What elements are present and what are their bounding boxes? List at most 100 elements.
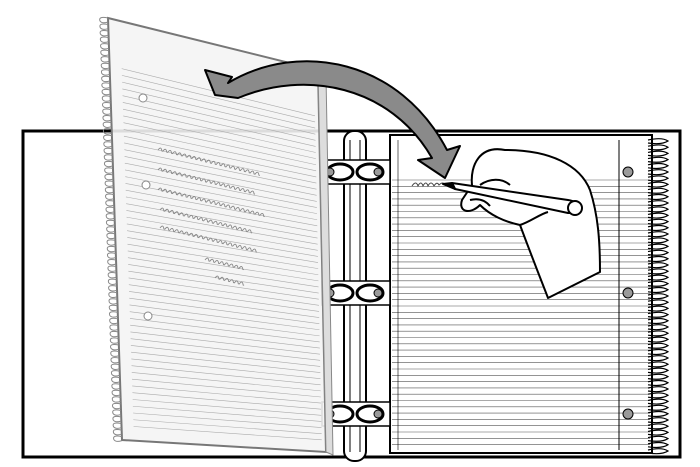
- left-ruled-line: [127, 257, 319, 288]
- punch-hole: [622, 408, 634, 420]
- left-spiral-coil: [105, 219, 115, 227]
- left-spiral-coil: [102, 121, 112, 128]
- left-ruled-line: [133, 412, 322, 428]
- left-spiral-coil: [100, 69, 110, 76]
- punch-hole: [622, 287, 634, 299]
- left-ruled-line: [124, 169, 317, 208]
- left-ruled-line: [126, 203, 318, 239]
- left-spiral-coil: [103, 134, 113, 142]
- spiral-coil: [647, 330, 670, 337]
- left-ruled-line: [128, 284, 320, 312]
- left-spiral-coil: [100, 62, 110, 70]
- spiral-coil: [647, 336, 670, 343]
- left-spiral-coil: [102, 108, 112, 115]
- spiral-coil: [647, 231, 670, 238]
- left-spiral-coil: [103, 160, 113, 168]
- left-spiral-coil: [102, 128, 112, 135]
- spiral-coil: [647, 317, 670, 325]
- binder-ring: [321, 280, 391, 306]
- scribble-line: [204, 257, 244, 271]
- left-spiral-coil: [108, 298, 118, 305]
- spiral-coil: [647, 268, 670, 275]
- spiral-coil: [647, 305, 670, 312]
- left-ruled-line: [132, 399, 322, 416]
- left-spiral-coil: [99, 36, 109, 43]
- left-ruled-line: [122, 88, 316, 135]
- left-spiral-coil: [111, 383, 121, 390]
- left-spiral-coil: [108, 291, 118, 299]
- left-ruled-line: [125, 189, 318, 227]
- left-spiral-coil: [110, 350, 120, 357]
- spiral-coil: [647, 200, 670, 207]
- spiral-coil: [647, 404, 670, 411]
- spiral-coil: [647, 193, 670, 201]
- left-spiral-coil: [100, 43, 110, 50]
- spiral-coil: [647, 373, 670, 380]
- left-ruled-lines: [121, 68, 322, 441]
- left-ruled-line: [129, 297, 320, 324]
- left-spiral-coil: [109, 324, 119, 331]
- left-spiral-coil: [99, 23, 109, 30]
- spiral-coil: [647, 379, 670, 387]
- left-ruled-line: [131, 378, 321, 398]
- left-ruled-line: [125, 183, 318, 221]
- left-spiral-coil: [102, 115, 112, 122]
- left-ruled-line: [128, 277, 319, 306]
- spiral-coil: [647, 187, 670, 194]
- left-spiral-coil: [106, 245, 116, 253]
- left-ruled-line: [131, 358, 321, 379]
- left-ruled-line: [129, 318, 320, 343]
- left-spiral-coil: [101, 95, 111, 102]
- left-spiral-coil: [112, 409, 122, 416]
- hand-writing-icon: [442, 148, 601, 299]
- left-handwriting: [157, 147, 265, 286]
- left-spiral-coil: [104, 173, 114, 181]
- left-ruled-line: [132, 405, 322, 422]
- punch-hole: [622, 166, 634, 178]
- scribble-line: [159, 225, 258, 253]
- spiral-coil: [647, 435, 670, 442]
- left-ruled-line: [129, 304, 320, 331]
- left-ruled-line: [125, 176, 318, 214]
- left-ruled-line: [127, 250, 319, 282]
- spiral-coil: [647, 206, 670, 213]
- spiral-coil: [647, 243, 670, 250]
- spiral-coil: [647, 324, 670, 331]
- left-spiral-coil: [105, 213, 115, 220]
- left-spiral-coil: [107, 252, 116, 259]
- left-spiral-coil: [101, 88, 111, 96]
- left-ruled-line: [127, 230, 319, 263]
- left-spiral-coil: [106, 232, 116, 240]
- spiral-coil: [647, 224, 670, 232]
- spiral-coil: [647, 280, 670, 287]
- left-spiral-coil: [104, 187, 114, 194]
- left-spiral-coil: [110, 370, 120, 377]
- left-spiral-coil: [106, 239, 116, 246]
- spiral-coil: [647, 156, 670, 163]
- left-spiral-coil: [109, 317, 119, 325]
- left-spiral-coil: [107, 272, 117, 279]
- left-spiral-coil: [110, 363, 120, 370]
- left-notebook-flipping: [99, 16, 334, 456]
- spiral-coil: [647, 237, 670, 244]
- left-spiral-coil: [108, 304, 118, 312]
- spiral-coil: [647, 361, 670, 368]
- scribble-line: [157, 167, 256, 195]
- left-spiral-coil: [100, 56, 110, 63]
- handwriting: [411, 182, 446, 188]
- spiral-coil: [647, 175, 670, 182]
- left-ruled-line: [126, 216, 318, 251]
- spiral-coil: [647, 150, 670, 157]
- left-spiral-coil: [113, 435, 123, 442]
- left-spiral-coil: [107, 278, 117, 285]
- left-spiral-coil: [101, 82, 111, 89]
- left-spiral-coil: [110, 357, 120, 364]
- left-ruled-line: [123, 135, 317, 178]
- left-ruled-line: [133, 419, 322, 434]
- spiral-binding: [647, 138, 670, 455]
- spiral-coil: [647, 255, 670, 263]
- spiral-coil: [647, 212, 670, 219]
- left-spiral-coil: [107, 265, 117, 272]
- left-spiral-coil: [99, 16, 109, 24]
